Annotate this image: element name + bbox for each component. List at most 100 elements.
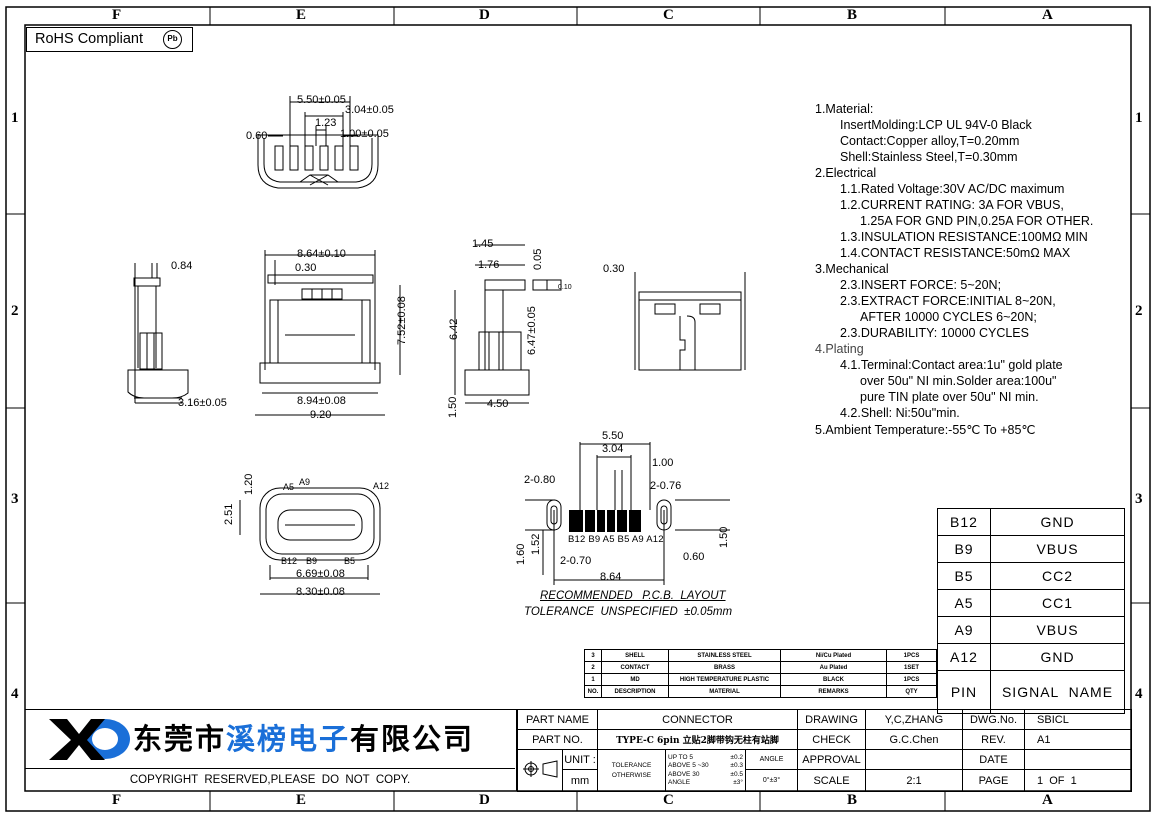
table-row: 1 MD HIGH TEMPERATURE PLASTIC BLACK 1PCS [584,673,937,686]
part-name-value: CONNECTOR [596,709,799,730]
rev-label: REV. [962,729,1026,750]
frame-row-2-left: 2 [11,303,19,319]
approval-label: APPROVAL [797,749,867,770]
spec-line: 5.Ambient Temperature:-55℃ To +85℃ [815,423,1036,437]
right-dim-1-76: 1.76 [478,259,500,271]
unit-value: mm [562,769,598,792]
scale-label: SCALE [797,769,867,792]
spec-notes: 1.Material: InsertMolding:LCP UL 94V-0 B… [815,102,1115,438]
rohs-badge: RoHS Compliant Pb [26,27,193,52]
bottom-dim-6-69: 6.69±0.08 [296,568,345,580]
signal-cell: VBUS [990,616,1125,644]
spec-line: 2.Electrical [815,166,877,180]
frame-col-c-top: C [663,7,674,23]
table-row: PART NAME CONNECTOR DRAWING Y,C,ZHANG DW… [517,709,1133,730]
spec-line: Contact:Copper alloy,T=0.20mm [840,134,1020,148]
company-name: 东莞市溪榜电子有限公司 [133,716,474,758]
frame-row-1-left: 1 [11,110,19,126]
signal-header: SIGNAL NAME [990,670,1125,714]
top-dim-5-50: 5.50±0.05 [297,94,346,106]
spec-line: AFTER 10000 CYCLES 6~20N; [860,310,1037,324]
frame-row-4-right: 4 [1135,686,1143,702]
right-dim-6-42: 6.42 [448,318,460,340]
tol-value: ±0.2 [730,753,743,761]
right-dim-4-50: 4.50 [487,398,509,410]
frame-col-e-top: E [296,7,307,23]
frame-col-f-top: F [112,7,122,23]
part-no-label: PART NO. [517,729,598,750]
bottom-pin-b12: B12 [281,556,298,566]
drawing-label: DRAWING [797,709,867,730]
tol-row: ABOVE 30 ±0.5 [668,771,745,780]
pcb-dim-2-0-80: 2-0.80 [524,474,556,486]
right-view-drawing [454,244,562,404]
pin-cell: A9 [937,616,991,644]
front-dim-8-94: 8.94±0.08 [297,395,346,407]
pcb-dim-1-52: 1.52 [530,533,542,555]
part-name-label: PART NAME [517,709,598,730]
spec-line: 1.3.INSULATION RESISTANCE:100MΩ MIN [840,230,1088,244]
bom-header: REMARKS [780,685,887,698]
right-dim-0-05: 0.05 [532,248,544,270]
bom-cell: Ni/Cu Plated [780,649,887,662]
frame-row-1-right: 1 [1135,110,1143,126]
signal-cell: VBUS [990,535,1125,563]
bottom-view-drawing [239,487,381,595]
pin-cell: B12 [937,508,991,536]
pin-cell: B9 [937,535,991,563]
bom-cell: SHELL [601,649,669,662]
top-view-drawing [257,96,379,189]
angle-label: ANGLE [744,749,799,770]
company-name-part1: 东莞市 [133,724,227,756]
tol-value: ±3° [733,779,743,786]
frame-col-c-bottom: C [663,792,674,808]
bom-cell: BRASS [668,661,781,674]
tol-value: ±0.5 [730,770,743,778]
signal-cell: GND [990,643,1125,671]
tol-range: ANGLE [668,779,691,786]
title-block: PART NAME CONNECTOR DRAWING Y,C,ZHANG DW… [517,709,1133,792]
pin-cell: B5 [937,562,991,590]
pcb-dim-1-60: 1.60 [515,543,527,565]
pcb-pin-labels: B12 B9 A5 B5 A9 A12 [568,534,664,545]
table-row: 2 CONTACT BRASS Au Plated 1SET [584,661,937,674]
spec-line: 4.Plating [815,342,864,356]
drawing-value: Y,C,ZHANG [865,709,964,730]
side-dim-3-16: 3.16±0.05 [178,397,227,409]
table-row: 3 SHELL STAINLESS STEEL Ni/Cu Plated 1PC… [584,649,937,662]
bottom-dim-8-30: 8.30±0.08 [296,586,345,598]
projection-symbol-icon [517,749,563,792]
bottom-dim-2-51: 2.51 [223,503,235,525]
frame-col-a-top: A [1042,7,1053,23]
spec-line: 4.1.Terminal:Contact area:1u" gold plate [840,358,1063,372]
right-dim-6-47: 6.47±0.05 [526,306,538,355]
pcb-dim-5-50: 5.50 [602,430,624,442]
frame-row-3-left: 3 [11,491,19,507]
tolerance-values: UP TO 5 ±0.2 ABOVE 5 ~30 ±0.3 ABOVE 30 ±… [665,749,746,792]
pcb-dim-3-04: 3.04 [602,443,624,455]
spec-line: 1.25A FOR GND PIN,0.25A FOR OTHER. [860,214,1094,228]
bom-header: DESCRIPTION [601,685,669,698]
bom-cell: CONTACT [601,661,669,674]
back-dim-0-30: 0.30 [603,263,625,275]
right-dim-1-45: 1.45 [472,238,494,250]
bom-cell: 1PCS [886,673,937,686]
frame-col-a-bottom: A [1042,792,1053,808]
pin-cell: A5 [937,589,991,617]
scale-value: 2:1 [865,769,964,792]
bom-cell: HIGH TEMPERATURE PLASTIC [668,673,781,686]
side-dim-0-84: 0.84 [171,260,193,272]
frame-col-d-bottom: D [479,792,490,808]
top-dim-0-60: 0.60 [246,130,268,142]
top-dim-1-23: 1.23 [315,117,337,129]
date-label: DATE [962,749,1026,770]
spec-line: pure TIN plate over 50u" NI min. [860,390,1039,404]
bottom-pin-b9: B9 [306,556,318,566]
frame-row-2-right: 2 [1135,303,1143,319]
frame-col-f-bottom: F [112,792,122,808]
